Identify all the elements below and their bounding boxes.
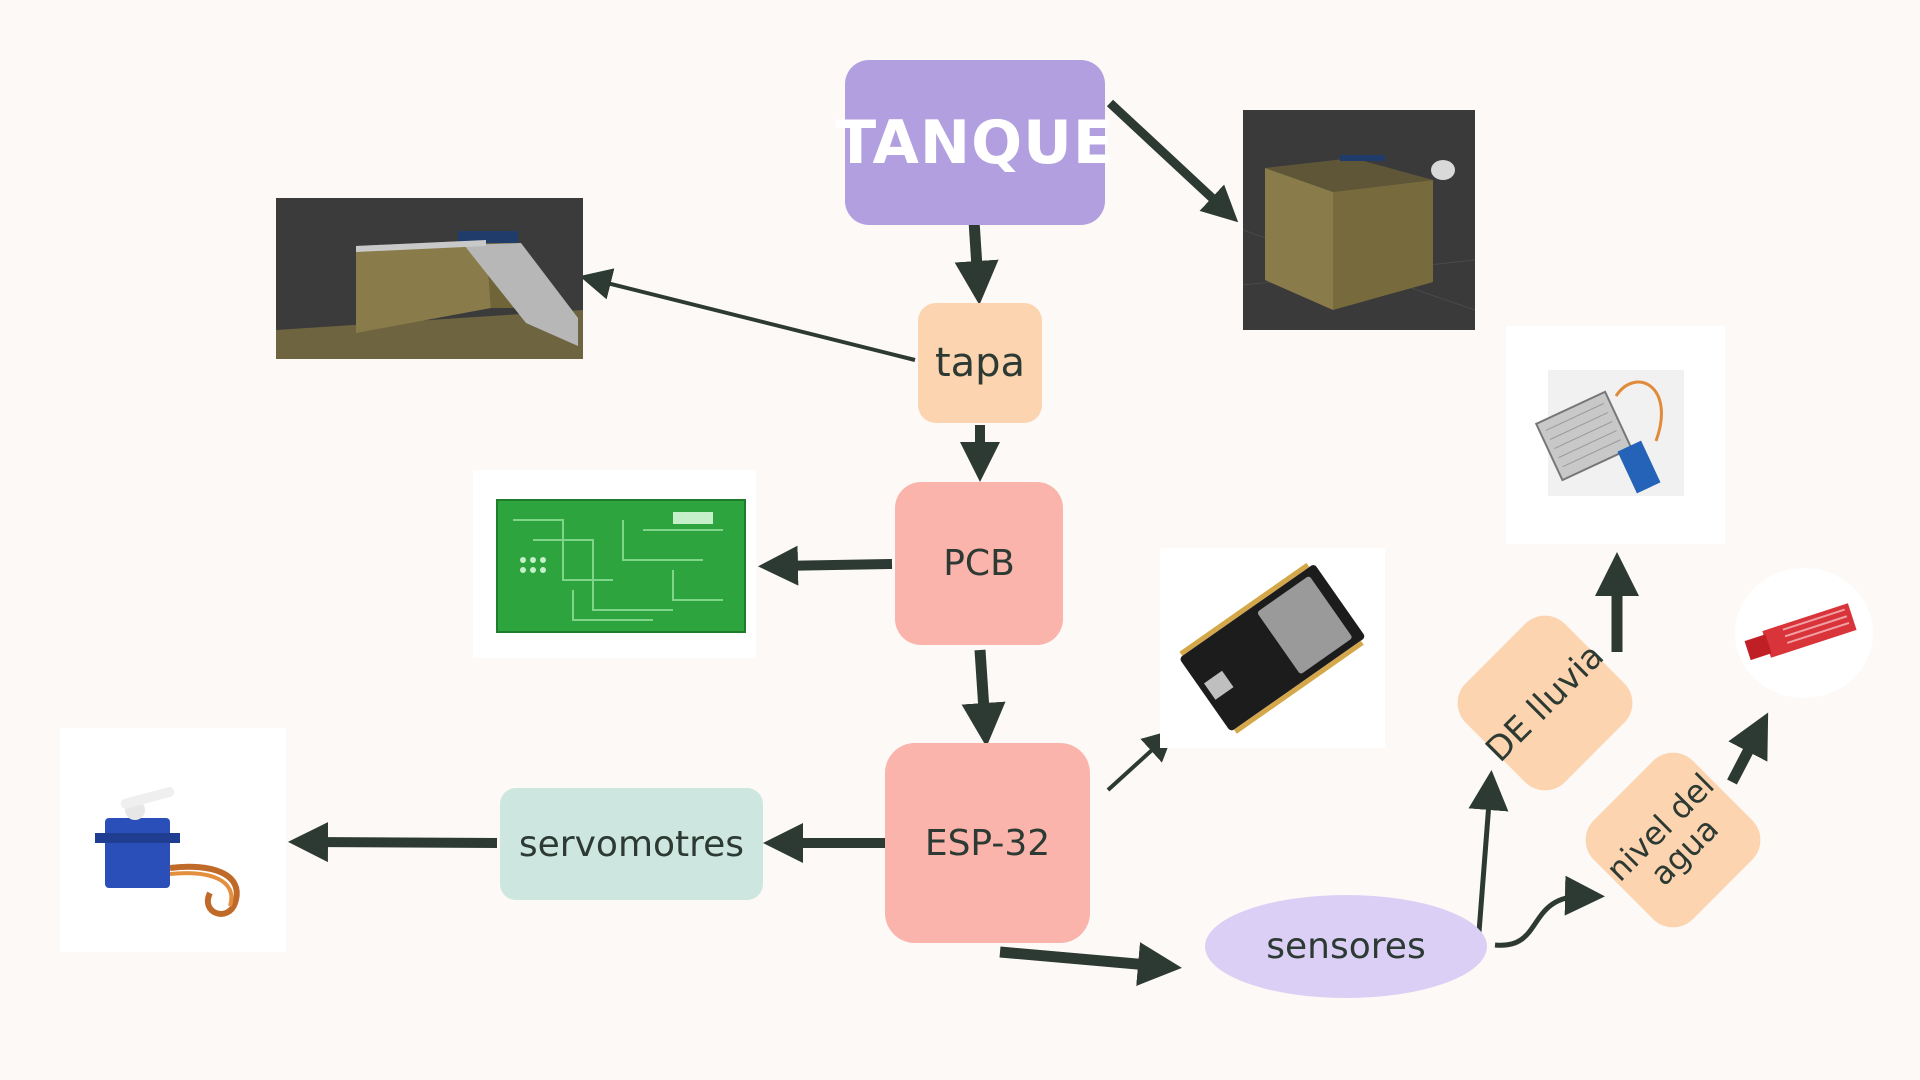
rain-sensor-image <box>1506 326 1725 544</box>
node-pcb-label: PCB <box>943 543 1015 584</box>
node-pcb: PCB <box>895 482 1063 645</box>
node-tanque: TANQUE <box>835 60 1114 225</box>
arrow-sensores-to-lluvia <box>1468 770 1509 946</box>
node-servomotores: servomotres <box>500 788 763 900</box>
arrow-sensores-to-nivel <box>1494 875 1605 948</box>
node-tapa: tapa <box>918 303 1042 423</box>
arrow-servomotores-to-servo <box>288 822 498 863</box>
arrow-esp32-to-devboard <box>1106 729 1175 792</box>
node-lluvia-label: DE lluvia <box>1478 636 1612 770</box>
water-level-sensor-image <box>1735 568 1873 698</box>
node-sensores-label: sensores <box>1266 926 1426 967</box>
arrow-esp32-to-sensores <box>999 942 1182 986</box>
tank-side-render-image <box>276 198 583 359</box>
tank-box-render-image <box>1243 110 1475 330</box>
node-esp32: ESP-32 <box>885 743 1090 943</box>
esp32-board-image <box>1160 548 1385 748</box>
node-esp32-label: ESP-32 <box>924 822 1051 864</box>
node-tanque-label: TANQUE <box>835 107 1115 178</box>
node-tapa-label: tapa <box>934 340 1026 386</box>
arrow-nivel-to-level-sensor <box>1727 712 1769 785</box>
node-sensores: sensores <box>1205 895 1487 998</box>
arrow-tapa-to-side-render <box>579 268 916 362</box>
node-servomotores-label: servomotres <box>518 823 745 865</box>
pcb-board-image <box>473 470 756 658</box>
arrow-tanque-to-box-render <box>1106 99 1239 223</box>
arrow-pcb-to-esp32 <box>961 649 1006 747</box>
arrow-pcb-to-board <box>758 545 893 586</box>
servo-motor-image <box>60 728 286 952</box>
